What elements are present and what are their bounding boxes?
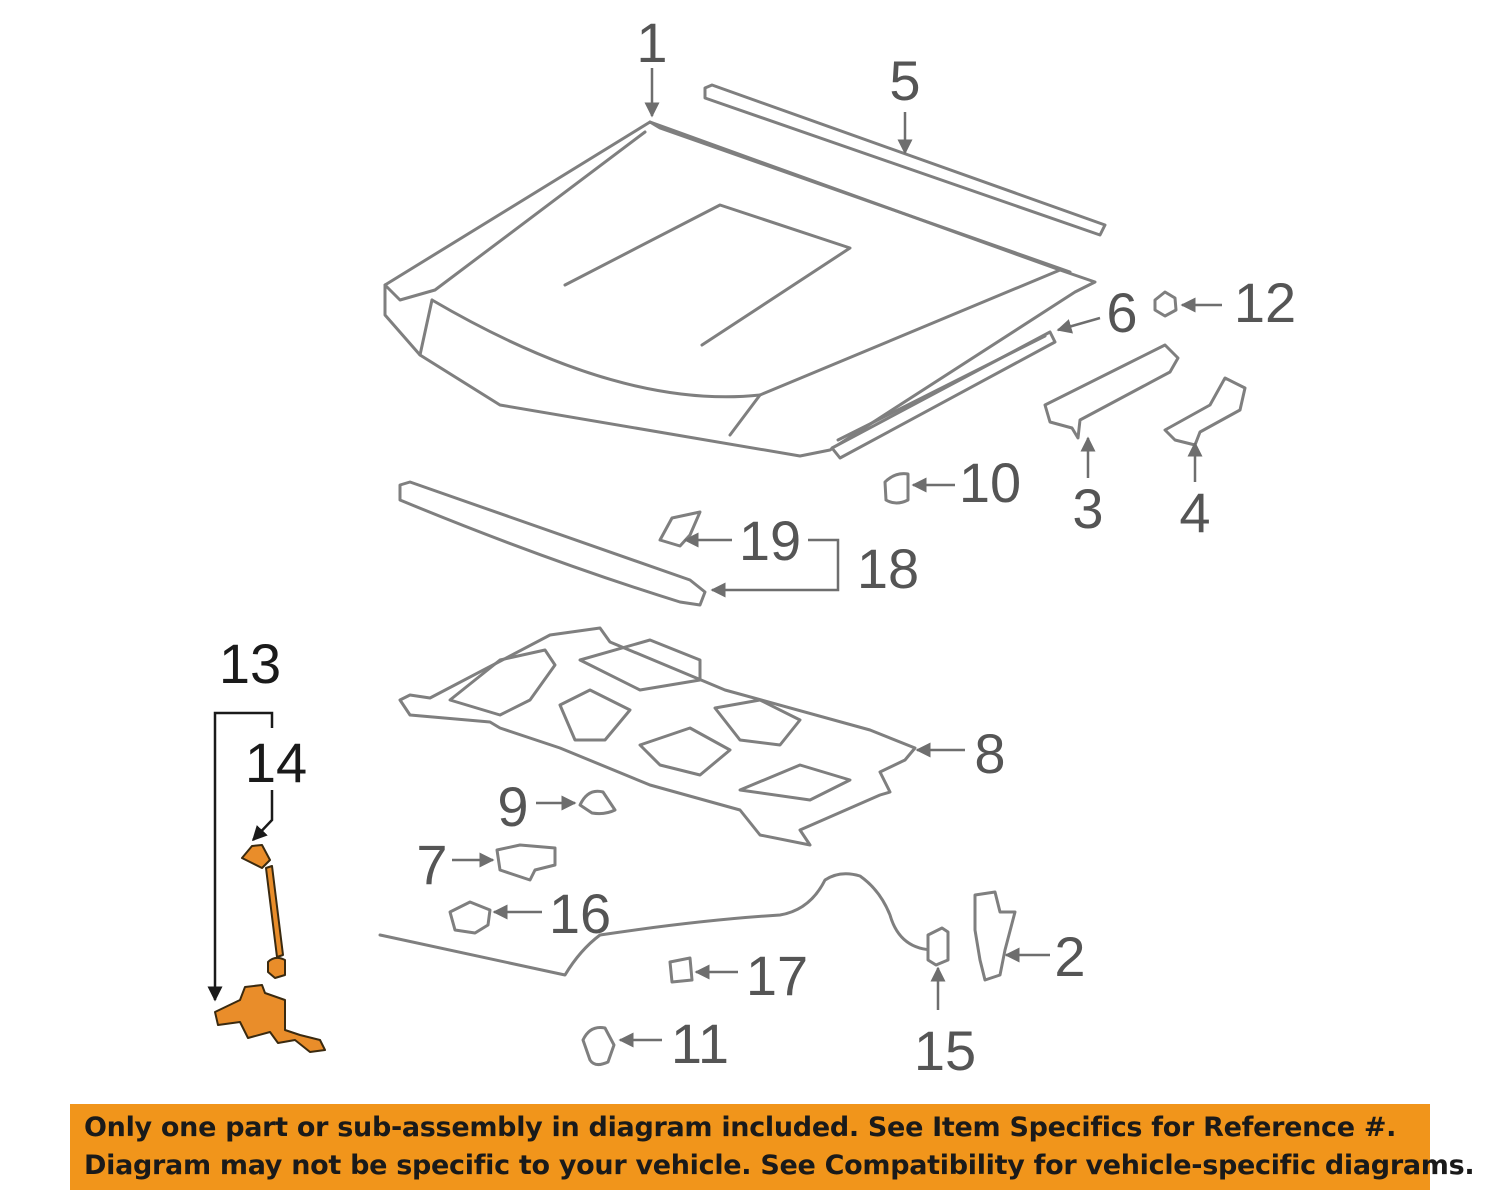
hood-side-seal-edge: [836, 334, 1047, 442]
callout-2: 2: [1054, 925, 1085, 988]
callout-4: 4: [1179, 481, 1210, 544]
callout-16: 16: [549, 882, 611, 945]
pushpin-9: [578, 789, 617, 816]
hood-insulator: [398, 626, 917, 847]
callout-6: 6: [1106, 281, 1137, 344]
bumper-10: [883, 472, 910, 505]
nut-12: [1153, 290, 1178, 318]
hood-molding: [398, 480, 707, 607]
highlighted-prop-rod-14: [241, 844, 286, 979]
callout-17: 17: [746, 944, 808, 1007]
bumper-11: [581, 1026, 616, 1067]
bracket-3: [1043, 343, 1180, 440]
callout-14: 14: [245, 731, 307, 794]
cover-17: [668, 956, 694, 984]
hood-panel: [383, 120, 1097, 458]
callout-11: 11: [671, 1012, 729, 1075]
callout-8: 8: [974, 722, 1005, 785]
callout-19: 19: [739, 509, 801, 572]
callout-12: 12: [1234, 271, 1296, 334]
callout-15: 15: [914, 1019, 976, 1082]
disclaimer-line-2: Diagram may not be specific to your vehi…: [84, 1150, 1475, 1181]
callout-9: 9: [497, 775, 528, 838]
leader-6: [1056, 316, 1101, 334]
callout-1: 1: [636, 11, 667, 74]
callout-7: 7: [416, 833, 447, 896]
cable-connector-15: [926, 926, 950, 967]
latch-guide-7: [495, 843, 557, 882]
callout-3: 3: [1072, 477, 1103, 540]
parts-diagram: 1 5 12 6 10 3 4 19 18 8 9 7 16 2 17 11 1…: [207, 11, 1296, 1082]
hood-weatherstrip: [703, 83, 1107, 237]
hood-latch-2: [973, 890, 1017, 982]
highlighted-hood-hinge-13: [214, 984, 326, 1053]
callout-5: 5: [889, 49, 920, 112]
disclaimer-banner: Only one part or sub-assembly in diagram…: [70, 1104, 1475, 1190]
bracket-4: [1163, 376, 1247, 447]
leader-18-bracket: [710, 538, 840, 598]
leader-14: [251, 790, 274, 842]
leader-13-bracket: [207, 711, 274, 1002]
callout-10: 10: [959, 451, 1021, 514]
bumper-16: [448, 900, 492, 935]
disclaimer-line-1: Only one part or sub-assembly in diagram…: [84, 1112, 1397, 1143]
clip-19: [658, 510, 702, 548]
release-cable: [378, 872, 937, 977]
callout-13: 13: [219, 632, 281, 695]
callout-18: 18: [857, 537, 919, 600]
